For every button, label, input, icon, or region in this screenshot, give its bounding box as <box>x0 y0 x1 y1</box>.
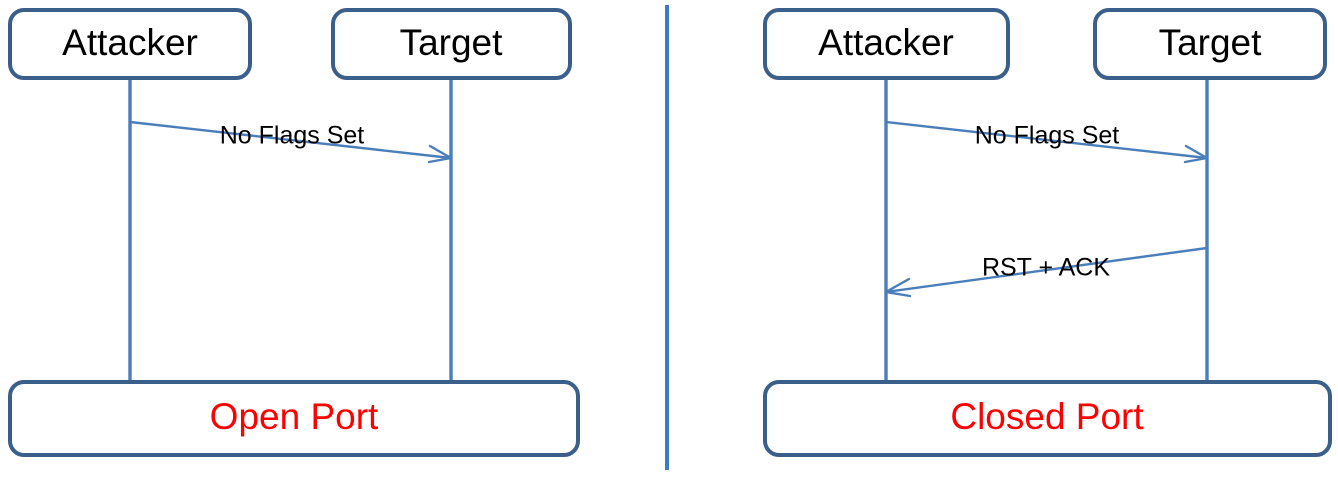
verdict-label-open-port: Open Port <box>210 396 379 437</box>
actor-target-closed[interactable]: Target <box>1093 8 1327 80</box>
verdict-closed-port[interactable]: Closed Port <box>763 380 1332 457</box>
arrowhead-right-no-flags-set-open <box>427 144 453 164</box>
actor-attacker-open[interactable]: Attacker <box>8 8 252 80</box>
verdict-label-closed-port: Closed Port <box>950 396 1144 437</box>
actor-label-attacker-closed: Attacker <box>818 22 954 63</box>
verdict-box-closed-port <box>763 380 1332 457</box>
message-line-rst-ack-closed <box>884 246 1209 294</box>
actor-label-target-open: Target <box>400 22 504 63</box>
actor-box-attacker-open <box>8 8 252 80</box>
actor-attacker-closed[interactable]: Attacker <box>763 8 1010 80</box>
arrowhead-right-no-flags-set-closed <box>1183 144 1209 164</box>
message-label-no-flags-set-open: No Flags Set <box>220 122 365 150</box>
message-no-flags-set-open[interactable]: No Flags Set <box>128 120 453 164</box>
actor-box-attacker-closed <box>763 8 1010 80</box>
verdict-open-port[interactable]: Open Port <box>8 380 580 457</box>
message-line-no-flags-set-open <box>128 120 453 160</box>
actor-box-target-open <box>331 8 572 80</box>
message-label-rst-ack-closed: RST + ACK <box>982 254 1110 282</box>
message-no-flags-set-closed[interactable]: No Flags Set <box>884 120 1209 164</box>
panel-closed-port: Attacker Target No Flags Set RST + ACK <box>763 8 1332 457</box>
actor-label-attacker-open: Attacker <box>62 22 198 63</box>
arrowhead-left-rst-ack-closed <box>884 277 912 298</box>
panel-open-port: Attacker Target No Flags Set Open Port <box>8 8 580 457</box>
message-label-no-flags-set-closed: No Flags Set <box>975 122 1120 150</box>
message-rst-ack-closed[interactable]: RST + ACK <box>884 246 1209 298</box>
actor-box-target-closed <box>1093 8 1327 80</box>
verdict-box-open-port <box>8 380 580 457</box>
actor-target-open[interactable]: Target <box>331 8 572 80</box>
actor-label-target-closed: Target <box>1159 22 1263 63</box>
message-line-no-flags-set-closed <box>884 120 1209 160</box>
